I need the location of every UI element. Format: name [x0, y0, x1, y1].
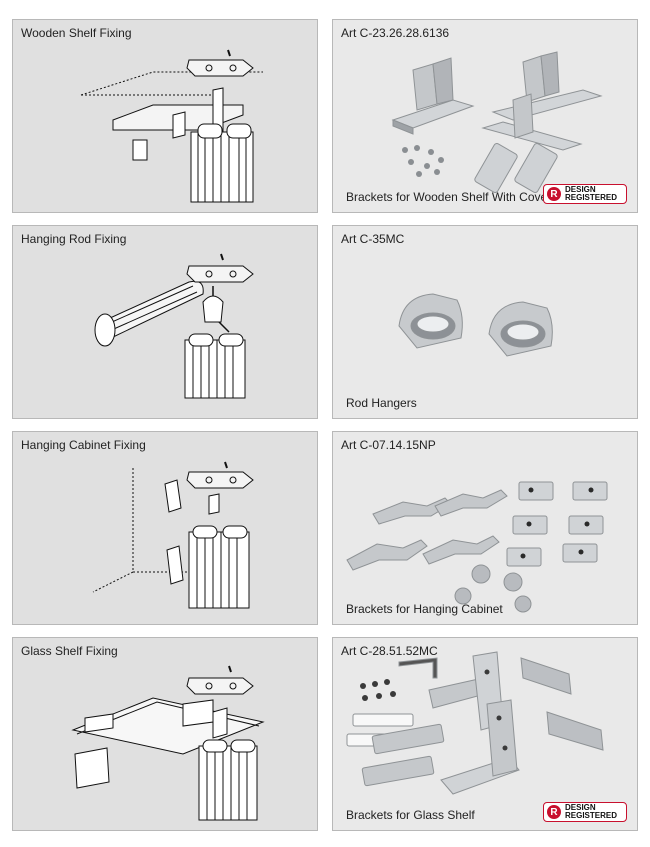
registered-icon: R — [547, 187, 561, 201]
wooden-shelf-brackets-photo — [391, 51, 603, 193]
badge-text: DESIGN REGISTERED — [565, 803, 618, 820]
product-caption: Rod Hangers — [346, 396, 417, 410]
design-registered-badge: R DESIGN REGISTERED — [543, 184, 627, 204]
hanging-rod-fixing-panel: Hanging Rod Fixing — [12, 225, 318, 419]
rod-hangers-photo — [398, 293, 553, 357]
product-caption: Brackets for Wooden Shelf With Cover — [346, 190, 552, 204]
hanging-cabinet-fixing-panel: Hanging Cabinet Fixing — [12, 431, 318, 625]
badge-text: DESIGN REGISTERED — [565, 185, 618, 202]
art-number: Art C-23.26.28.6136 — [341, 26, 450, 40]
wooden-shelf-brackets-panel: Art C-23.26.28.6136 Brackets for Wooden … — [332, 19, 638, 213]
wooden-shelf-fixing-drawing — [80, 49, 263, 203]
product-caption: Brackets for Glass Shelf — [346, 808, 475, 822]
hanging-rod-fixing-drawing — [94, 253, 254, 399]
art-number: Art C-35MC — [341, 232, 405, 246]
glass-shelf-fixing-panel: Glass Shelf Fixing — [12, 637, 318, 831]
hanging-cabinet-fixing-drawing — [92, 461, 254, 609]
rod-hangers-panel: Art C-35MC Rod Hangers — [332, 225, 638, 419]
fixing-title: Hanging Rod Fixing — [21, 232, 127, 246]
fixing-title: Hanging Cabinet Fixing — [21, 438, 146, 452]
fixing-title: Glass Shelf Fixing — [21, 644, 118, 658]
art-number: Art C-07.14.15NP — [341, 438, 436, 452]
product-caption: Brackets for Hanging Cabinet — [346, 602, 503, 616]
fixing-title: Wooden Shelf Fixing — [21, 26, 132, 40]
wooden-shelf-fixing-panel: Wooden Shelf Fixing — [12, 19, 318, 213]
design-registered-badge: R DESIGN REGISTERED — [543, 802, 627, 822]
hanging-cabinet-brackets-photo — [346, 481, 608, 613]
registered-icon: R — [547, 805, 561, 819]
glass-shelf-brackets-photo — [346, 651, 604, 795]
hanging-cabinet-brackets-panel: Art C-07.14.15NP Brackets for Hanging Ca… — [332, 431, 638, 625]
glass-shelf-fixing-drawing — [71, 665, 265, 821]
glass-shelf-brackets-panel: Art C-28.51.52MC Brackets for Glass Shel… — [332, 637, 638, 831]
art-number: Art C-28.51.52MC — [341, 644, 438, 658]
